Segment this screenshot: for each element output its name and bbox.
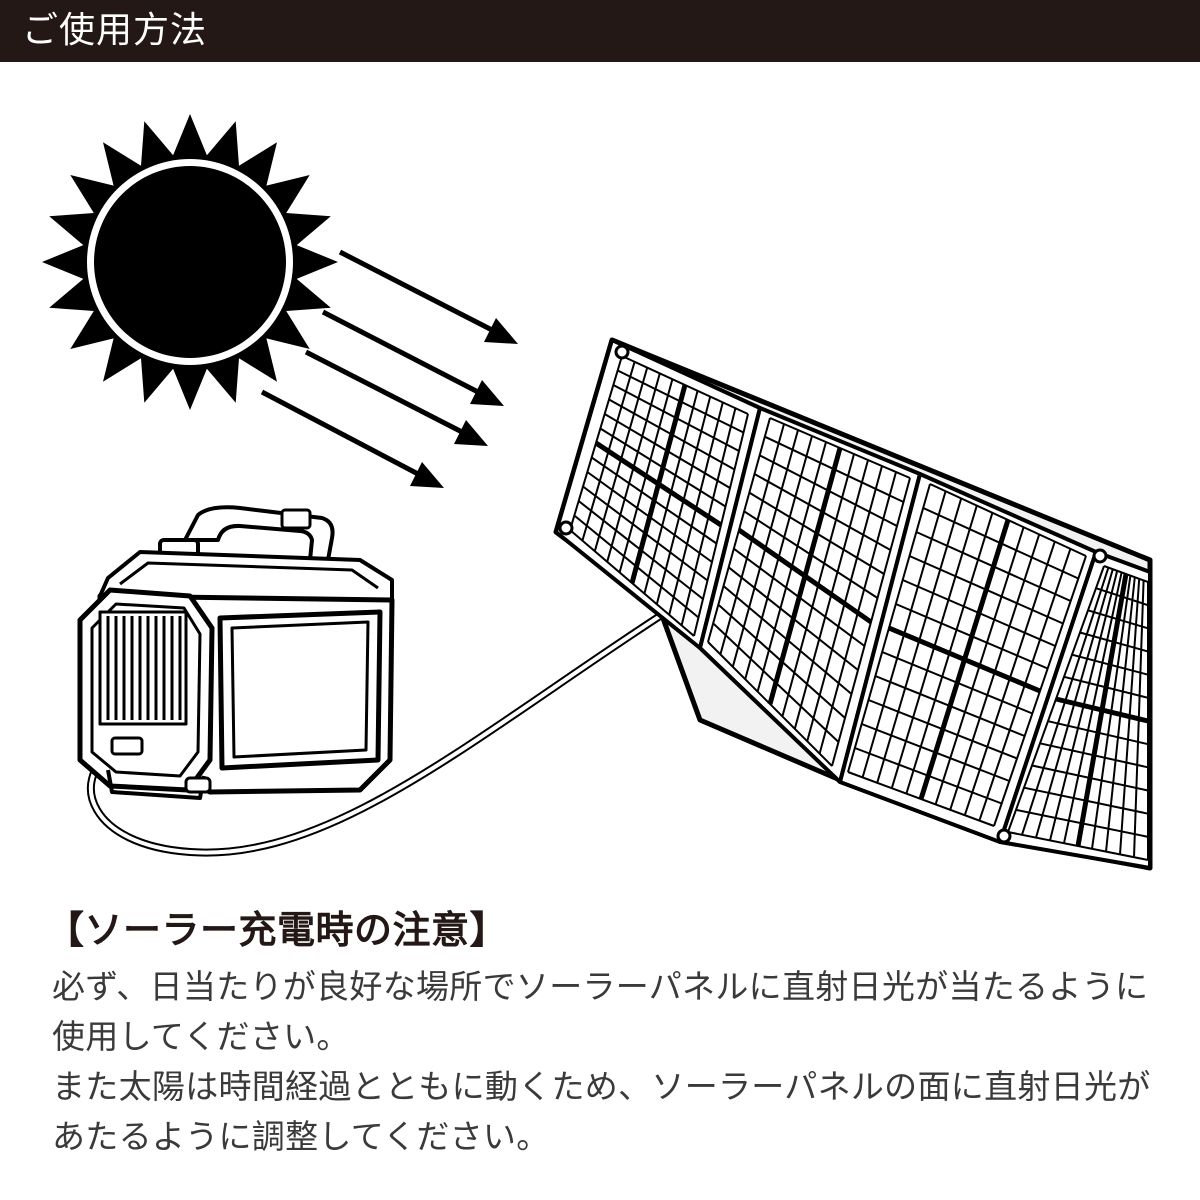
panel-grid-line <box>854 747 1003 805</box>
panel-grid-line <box>733 547 866 647</box>
panel-grid-line <box>743 510 879 599</box>
panel-grid-line <box>722 585 853 695</box>
notice-heading: 【ソーラー充電時の注意】 <box>46 908 509 952</box>
panel-grid-line <box>868 699 1018 760</box>
panel-grid-line <box>929 483 1087 557</box>
sunlight-arrow-icon <box>304 349 488 446</box>
panel-grid-line <box>748 491 885 575</box>
panel-grid-line <box>1103 565 1149 583</box>
sunlight-arrow-icon <box>321 309 504 406</box>
solar-panel <box>553 337 1153 871</box>
notice-line: 使用してください。 <box>52 1017 350 1056</box>
panel-grid-line <box>1015 808 1149 838</box>
panel-grid-line <box>578 500 704 600</box>
panel-grid-line <box>881 651 1033 715</box>
panel-grid-line <box>591 456 718 545</box>
panel-grid-line <box>915 531 1072 602</box>
notice-line: あたるように調整してください。 <box>52 1117 550 1156</box>
panel-grid-line <box>1087 609 1149 630</box>
panel-grid-line <box>569 529 695 637</box>
panel-grid-line <box>1063 675 1149 699</box>
panel-grid-line <box>1023 786 1149 815</box>
panel-grid-line <box>728 566 859 671</box>
panel-grid-line <box>594 440 723 528</box>
panel-grid-line <box>888 625 1041 694</box>
sunlight-arrow-icon <box>338 249 518 344</box>
panel-grid-line <box>717 603 846 719</box>
notice-body: 必ず、日当たりが良好な場所でソーラーパネルに直射日光が当たるように 使用してくだ… <box>52 962 1172 1162</box>
panel-grid-line <box>764 435 904 503</box>
panel-grid-line <box>1055 696 1149 724</box>
panel-grid-line <box>573 514 700 619</box>
panel-grid-line <box>1071 653 1149 676</box>
panel-grid-line <box>754 473 891 551</box>
panel-grid-line <box>909 555 1064 625</box>
panel-grid-line <box>612 384 740 452</box>
panel-grid-line <box>617 369 744 434</box>
panel-grid-line <box>582 485 709 582</box>
panel-grid-line <box>1079 631 1149 653</box>
panel-grid-line <box>922 507 1079 580</box>
portable-power-station <box>77 505 395 800</box>
header-bar: ご使用方法 <box>0 0 1200 62</box>
panel-grid-line <box>847 771 995 827</box>
panel-grid-line <box>861 723 1010 782</box>
panel-grid-line <box>1007 831 1149 861</box>
panel-grid-line <box>874 675 1026 737</box>
panel-grid-line <box>712 622 840 743</box>
panel-grid-line <box>769 417 911 479</box>
notice-line: また太陽は時間経過とともに動くため、ソーラーパネルの面に直射日光が <box>52 1067 1151 1106</box>
panel-grid-line <box>599 427 727 508</box>
panel-grid-line <box>1039 742 1149 769</box>
panel-grid-line <box>608 398 735 471</box>
panel-grid-line <box>1047 720 1149 746</box>
panel-grid-line <box>1095 587 1149 607</box>
page-title: ご使用方法 <box>22 10 208 51</box>
panel-grid-line <box>604 413 731 489</box>
panel-grid-line <box>737 527 873 625</box>
panel-grid-line <box>621 355 749 415</box>
sunlight-arrow-icon <box>260 389 444 488</box>
panel-grid-line <box>895 603 1049 670</box>
panel-grid-line <box>586 471 713 563</box>
solar-charging-illustration <box>42 114 1153 871</box>
panel-grid-line <box>707 641 833 767</box>
panel-grid-line <box>759 454 898 527</box>
panel-grid-line <box>1031 764 1149 792</box>
sun-icon <box>42 114 338 410</box>
sunlight-arrows <box>260 249 518 488</box>
panel-grid-line <box>902 579 1056 647</box>
notice-line: 必ず、日当たりが良好な場所でソーラーパネルに直射日光が当たるように <box>52 967 1149 1006</box>
